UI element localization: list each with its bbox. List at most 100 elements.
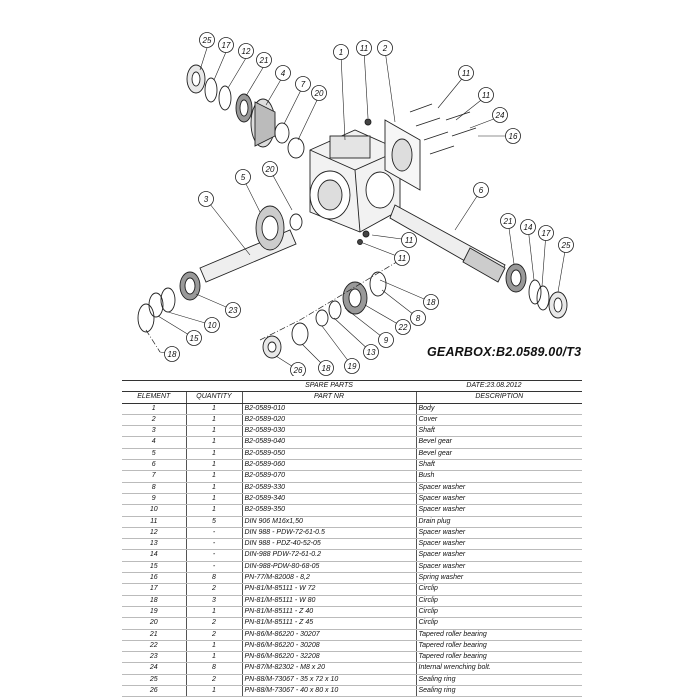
callout-circle: [410, 310, 426, 326]
callout-number: 8: [416, 314, 421, 323]
cell-quantity: 1: [186, 403, 243, 415]
cell-description: Spacer washer: [416, 504, 582, 517]
cell-part-nr: B2-0589-070: [242, 470, 417, 483]
callout-circle: [311, 85, 327, 101]
cell-quantity: 1: [186, 436, 243, 449]
cell-element: 14: [122, 549, 187, 562]
table-date: DATE:23.08.2012: [416, 379, 582, 393]
cell-quantity: 2: [186, 583, 243, 596]
cell-description: Drain plug: [416, 516, 582, 528]
cell-element: 22: [122, 640, 187, 653]
cell-description: Circlip: [416, 617, 582, 630]
callout-number: 19: [348, 362, 357, 371]
cell-element: 13: [122, 538, 187, 551]
header-element: ELEMENT: [122, 391, 187, 404]
callout-circle: [394, 250, 410, 266]
bolts: [357, 103, 477, 245]
cell-quantity: 3: [186, 595, 243, 607]
callout-circle: [186, 330, 202, 346]
callout-number: 6: [479, 186, 484, 195]
cell-description: Tapered roller bearing: [416, 651, 582, 664]
cell-part-nr: DIN-988-PDW-80-68-05: [242, 561, 417, 574]
callout-number: 11: [462, 69, 470, 78]
cell-quantity: 2: [186, 629, 243, 641]
cell-quantity: -: [186, 549, 243, 562]
cell-element: 12: [122, 527, 187, 540]
spare-parts-title: SPARE PARTS: [242, 379, 416, 393]
cell-quantity: 2: [186, 617, 243, 630]
callout-number: 5: [241, 173, 246, 182]
table-spacer: [122, 379, 186, 393]
cell-quantity: -: [186, 538, 243, 551]
callout-number: 4: [281, 69, 286, 78]
cell-element: 6: [122, 459, 187, 472]
cell-element: 17: [122, 583, 187, 596]
callout-number: 16: [509, 132, 518, 141]
header-description: DESCRIPTION: [416, 391, 582, 404]
cell-quantity: 8: [186, 572, 243, 585]
cell-part-nr: PN-81/M-85111 - Z 45: [242, 617, 417, 630]
callout-circle: [198, 191, 214, 207]
cell-part-nr: DIN 906 M16x1,50: [242, 516, 417, 528]
callout-number: 18: [322, 364, 331, 373]
callout-number: 9: [384, 336, 389, 345]
gearbox-body: [309, 129, 401, 233]
cell-quantity: 1: [186, 470, 243, 483]
cell-description: Bush: [416, 470, 582, 483]
cell-element: 2: [122, 414, 187, 427]
callout-circle: [558, 237, 574, 253]
cell-part-nr: PN-81/M-85111 - W 80: [242, 595, 417, 607]
callout-circle: [218, 37, 234, 53]
callout-number: 2: [382, 44, 388, 53]
callout-circle: [458, 65, 474, 81]
cell-part-nr: PN-86/M-86220 - 32208: [242, 651, 417, 664]
cell-part-nr: PN-88/M-73067 - 35 x 72 x 10: [242, 674, 417, 687]
callout-number: 17: [222, 41, 231, 50]
callout-number: 11: [398, 254, 406, 263]
cell-part-nr: PN-81/M-85111 - W 72: [242, 583, 417, 596]
cell-description: Body: [416, 403, 582, 415]
cell-description: Shaft: [416, 459, 582, 472]
callout-circle: [164, 346, 180, 362]
cell-description: Sealing ring: [416, 685, 582, 698]
cell-element: 21: [122, 629, 187, 641]
cell-part-nr: B2-0589-350: [242, 504, 417, 517]
callout-number: 1: [339, 48, 343, 57]
cell-part-nr: B2-0589-340: [242, 493, 417, 506]
callout-circle: [378, 332, 394, 348]
cell-description: Bevel gear: [416, 436, 582, 449]
cell-part-nr: PN-88/M-73067 - 40 x 80 x 10: [242, 685, 417, 698]
callout-number: 17: [542, 229, 551, 238]
cell-quantity: 8: [186, 662, 243, 675]
callout-circle: [356, 40, 372, 56]
cell-element: 5: [122, 448, 187, 461]
callout-number: 11: [482, 91, 490, 100]
cell-description: Sealing ring: [416, 674, 582, 687]
callout-circle: [199, 32, 215, 48]
cell-description: Shaft: [416, 425, 582, 438]
cell-element: 26: [122, 685, 187, 698]
callout-circle: [318, 360, 334, 376]
cell-description: Spacer washer: [416, 561, 582, 574]
callout-circle: [500, 213, 516, 229]
callout-circle: [235, 169, 251, 185]
callout-number: 20: [265, 165, 275, 174]
callout-circle: [204, 317, 220, 333]
callout-circle: [538, 225, 554, 241]
callout-circle: [395, 319, 411, 335]
cell-quantity: 1: [186, 482, 243, 494]
cell-description: Spacer washer: [416, 538, 582, 551]
cell-description: Tapered roller bearing: [416, 629, 582, 641]
